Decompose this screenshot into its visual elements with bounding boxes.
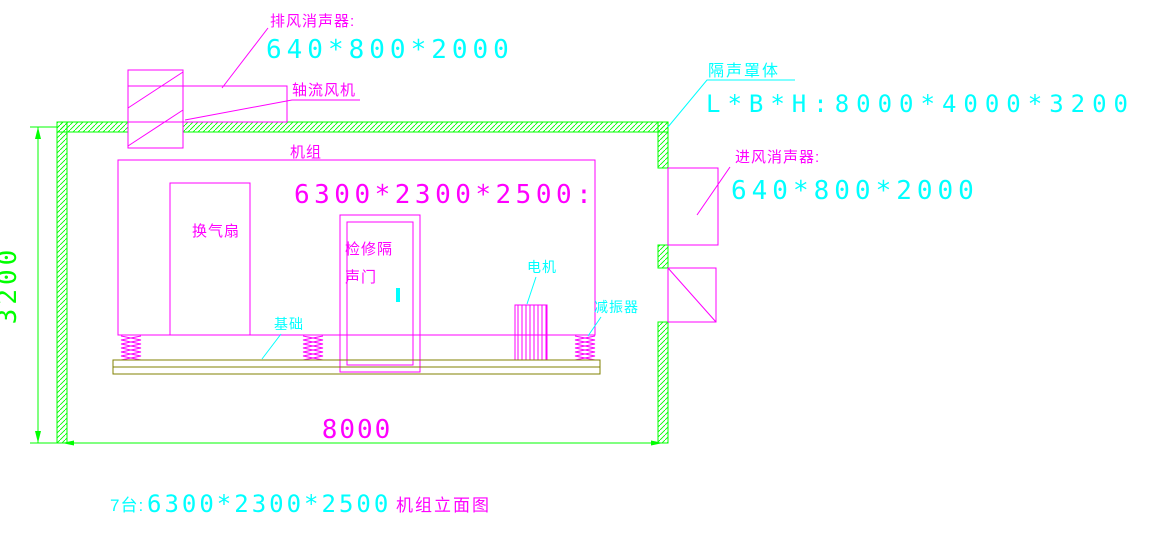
enclosure-size: L*B*H:8000*4000*3200 [706,90,1135,118]
dim-width-arrow-left [62,440,74,446]
damper-leader [587,316,602,337]
dim-height-arrow-top [35,127,41,139]
door-handle [396,288,400,302]
top-wall-left-segment [56,121,129,133]
axial-fan-diagonal-2 [127,109,184,147]
exhaust-silencer-label: 排风消声器: [270,12,355,30]
foundation-label: 基础 [274,316,304,332]
intake-fan-diagonal [667,267,717,323]
enclosure-leader [667,79,795,128]
axial-fan-diagonal-1 [127,71,184,109]
enclosure-label: 隔声罩体 [708,62,780,80]
dim-width-arrow-right [651,440,663,446]
access-door-outer [339,214,421,373]
unit-size: 6300*2300*2500: [294,180,596,210]
dim-height-arrow-bottom [35,431,41,443]
right-wall-lower-segment [657,321,669,444]
intake-silencer-box [667,167,719,246]
exhaust-silencer-leader [221,27,269,89]
caption-count: 7台: [110,496,144,515]
vibration-damper-right [574,335,596,361]
exhaust-silencer-box [127,85,288,123]
vibration-damper-middle [302,335,324,361]
access-door-label-line1: 检修隔 [345,241,393,258]
access-door-label-line2: 声门 [345,268,377,286]
motor-block [514,304,548,361]
dim-width-text: 8000 [322,415,393,445]
axial-fan-leader [184,99,360,121]
right-wall-middle-segment [657,244,669,269]
ventilation-fan-label: 换气扇 [192,223,240,240]
damper-label: 减振器 [594,299,639,315]
intake-silencer-leader [696,166,731,216]
motor-label: 电机 [527,259,557,275]
unit-box [117,159,596,336]
ventilation-fan-box [169,182,251,336]
intake-fan-box [667,267,717,323]
motor-leader [526,276,537,305]
intake-silencer-label: 进风消声器: [735,148,820,166]
vibration-damper-left [120,335,142,361]
axial-fan-box [127,69,184,149]
unit-label: 机组 [290,144,322,161]
axial-fan-label: 轴流风机 [292,82,356,99]
caption-size: 6300*2300*2500 [147,490,391,518]
right-wall-upper-segment [657,121,669,169]
dim-height-text: 3200 [0,246,23,325]
left-wall [56,121,68,444]
top-wall-right-segment [182,121,669,133]
exhaust-silencer-size: 640*800*2000 [266,35,514,65]
foundation-leader [261,333,282,360]
access-door-inner [346,221,414,366]
caption-name: 机组立面图 [396,496,491,515]
intake-silencer-size: 640*800*2000 [731,176,979,206]
